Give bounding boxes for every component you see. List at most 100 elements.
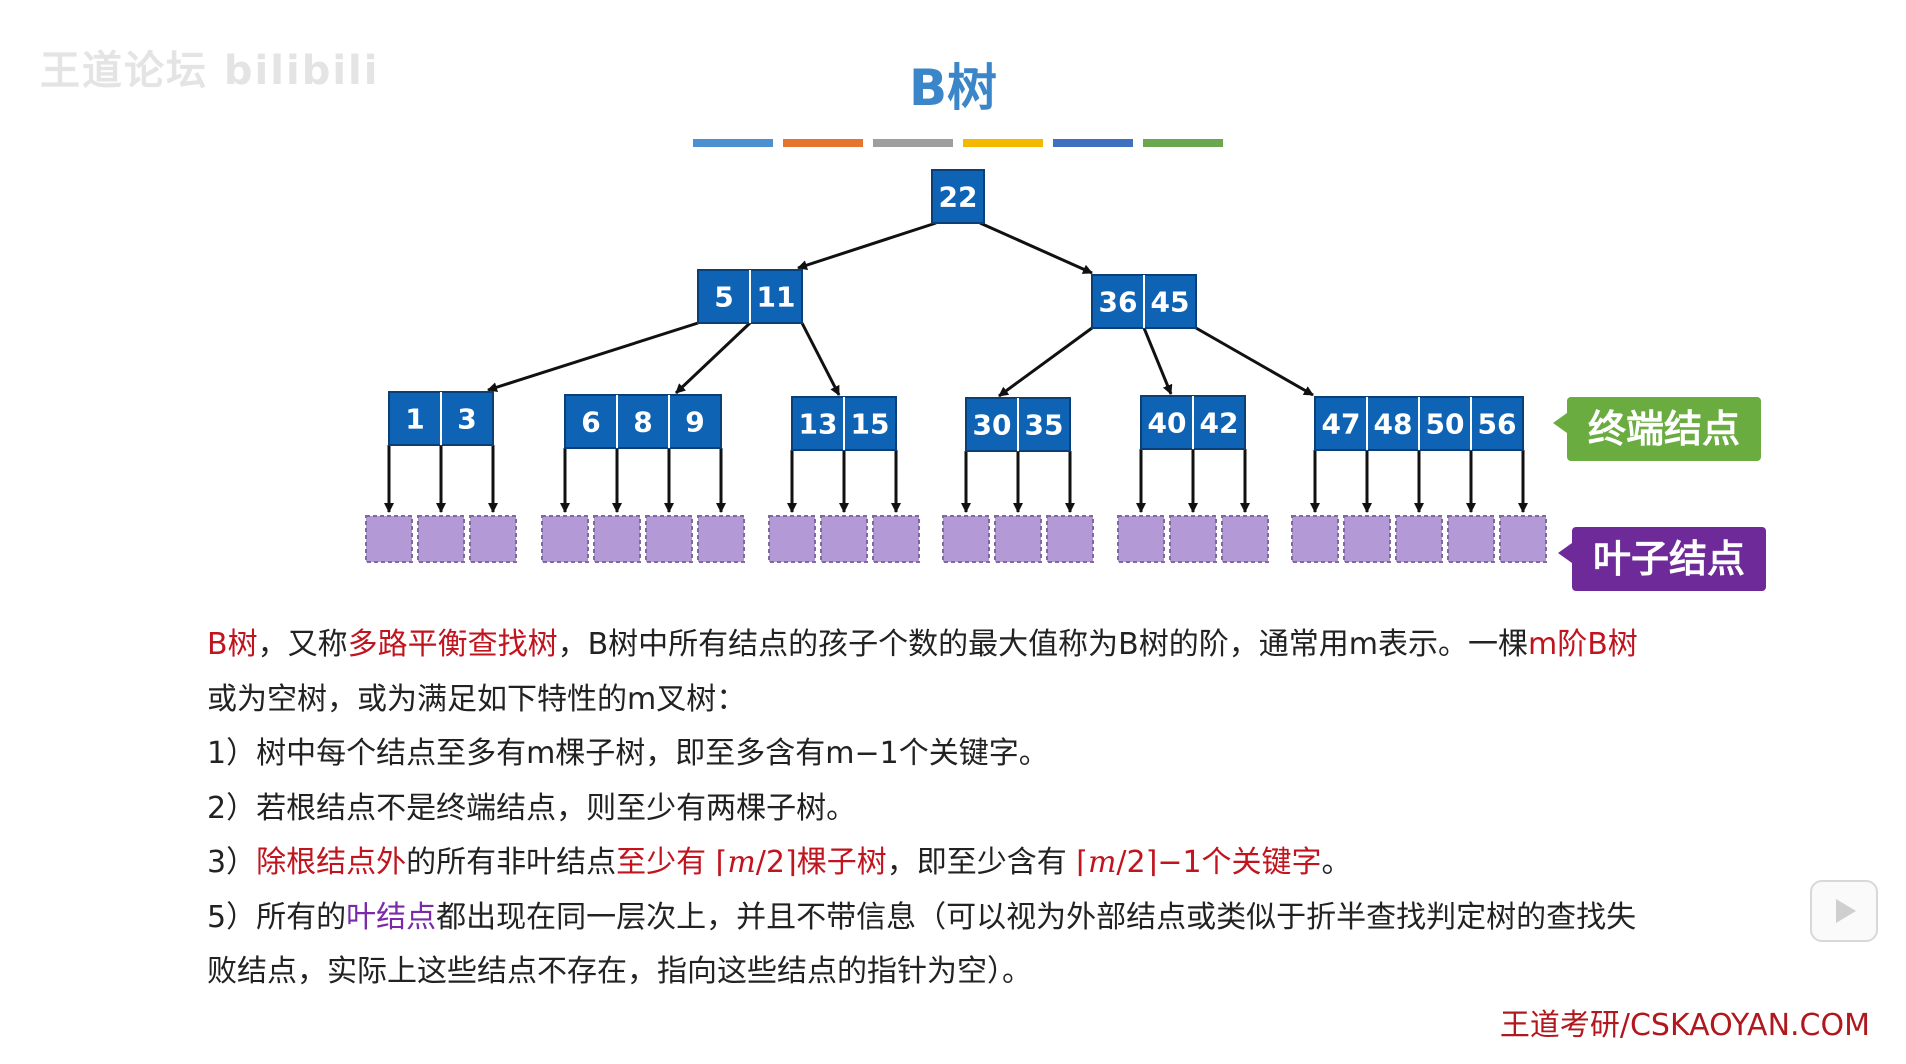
node-key: 22 (939, 181, 978, 214)
text-line-5: 3）除根结点外的所有非叶结点至少有 ⌈m/2⌉棵子树，即至少含有 ⌈m/2⌉−1… (207, 836, 1767, 891)
leaf-node (994, 515, 1042, 563)
leaf-node-label: 叶子结点 (1558, 527, 1766, 591)
callout-label: 终端结点 (1588, 407, 1740, 451)
text-line-4: 2）若根结点不是终端结点，则至少有两棵子树。 (207, 790, 857, 826)
node-box (931, 169, 985, 224)
text-segment: 的所有非叶结点 (406, 845, 617, 880)
term-leaf-node: 叶结点 (346, 899, 437, 935)
footer-brand: 王道考研/CSKAOYAN.COM (1499, 1008, 1870, 1043)
leaf-node (768, 515, 816, 563)
node-key: 9 (685, 406, 704, 439)
node-key: 45 (1151, 286, 1190, 319)
text-line-1: B树，又称多路平衡查找树，B树中所有结点的孩子个数的最大值称为B树的阶，通常用m… (207, 618, 1767, 673)
definition-text: B树，又称多路平衡查找树，B树中所有结点的孩子个数的最大值称为B树的阶，通常用m… (207, 618, 1767, 1000)
leaf-node (417, 515, 465, 563)
text-segment: /2⌉棵子树 (755, 845, 887, 880)
color-bar (693, 139, 1223, 147)
node-key: 1 (405, 403, 424, 436)
node-key: 47 (1322, 408, 1361, 441)
text-segment: 都出现在同一层次上，并且不带信息（可以视为外部结点或类似于折半查找判定树的查找失 (436, 899, 1637, 935)
node-key: 15 (851, 408, 890, 441)
leaf-node (365, 515, 413, 563)
play-button[interactable] (1810, 880, 1878, 942)
color-bar-segment (783, 139, 863, 147)
edge-arrow (487, 321, 699, 393)
text-segment: 。 (1321, 845, 1352, 880)
term-m-order-b-tree: m阶B树 (1527, 627, 1638, 662)
edge-arrow (797, 221, 937, 270)
callout-pointer (1553, 413, 1567, 433)
node-key: 5 (714, 281, 733, 314)
leaf-node (942, 515, 990, 563)
text-segment: ，B树中所有结点的孩子个数的最大值称为B树的阶，通常用m表示。一棵 (557, 627, 1528, 662)
leaf-node (541, 515, 589, 563)
text-line-2: 或为空树，或为满足如下特性的m叉树： (207, 681, 747, 717)
leaf-node (1343, 515, 1391, 563)
edge-arrow (1195, 326, 1314, 397)
leaf-node (1447, 515, 1495, 563)
node-key: 8 (633, 406, 652, 439)
leaf-node (469, 515, 517, 563)
edge-arrow (979, 221, 1093, 275)
color-bar-segment (1143, 139, 1223, 147)
text-segment: /2⌉−1个关键字 (1116, 845, 1322, 880)
node-box (564, 394, 722, 449)
callout-pointer (1558, 543, 1572, 563)
node-key: 11 (757, 281, 796, 314)
leaf-node (1291, 515, 1339, 563)
term-b-tree: B树 (207, 627, 258, 662)
text-segment: 5）所有的 (207, 899, 347, 935)
leaf-node (645, 515, 693, 563)
callout-label: 叶子结点 (1593, 537, 1745, 581)
term-multiway-search-tree: 多路平衡查找树 (347, 627, 558, 662)
leaf-node (872, 515, 920, 563)
math-m: m (727, 845, 756, 880)
watermark: 王道论坛 bilibili (40, 48, 380, 94)
tree-edges (384, 221, 1528, 513)
slide-title: B树 (908, 59, 998, 117)
node-key: 3 (457, 403, 476, 436)
node-key: 42 (1200, 407, 1239, 440)
text-segment: ⌈ (1076, 845, 1088, 880)
node-key: 48 (1374, 408, 1413, 441)
callout-box (1567, 397, 1761, 461)
leaf-node (593, 515, 641, 563)
internal-node: 5 11 (697, 269, 803, 324)
leaf-node (820, 515, 868, 563)
leaf-node (1117, 515, 1165, 563)
math-m: m (1087, 845, 1117, 880)
node-key: 13 (799, 408, 838, 441)
text-line-3: 1）树中每个结点至多有m棵子树，即至多含有m−1个关键字。 (207, 736, 1049, 771)
color-bar-segment (1053, 139, 1133, 147)
edge-arrow (674, 321, 752, 395)
text-line-6: 5）所有的叶结点都出现在同一层次上，并且不带信息（可以视为外部结点或类似于折半查… (207, 891, 1767, 946)
color-bar-segment (873, 139, 953, 147)
color-bar-segment (963, 139, 1043, 147)
text-segment: ，又称 (257, 627, 348, 662)
terminal-node: 40 42 (1140, 395, 1246, 450)
text-line-7: 败结点，实际上这些结点不存在，指向这些结点的指针为空）。 (207, 954, 1032, 989)
leaf-node (1395, 515, 1443, 563)
edge-arrow (1142, 327, 1173, 395)
leaf-node (697, 515, 745, 563)
node-key: 35 (1025, 409, 1064, 442)
term-non-root: 除根结点外 (256, 845, 407, 880)
node-key: 50 (1426, 408, 1465, 441)
terminal-node: 13 15 (791, 396, 897, 451)
color-bar-segment (693, 139, 773, 147)
term-min-keys: ⌈m/2⌉−1个关键字 (1076, 845, 1321, 880)
root-node: 22 (931, 169, 985, 224)
leaf-node (1499, 515, 1547, 563)
text-segment: ，即至少含有 (886, 845, 1077, 880)
node-key: 40 (1148, 407, 1187, 440)
leaf-node (1169, 515, 1217, 563)
callout-box (1572, 527, 1766, 591)
text-segment: 至少有 ⌈ (616, 845, 728, 880)
edge-arrow (800, 322, 841, 396)
